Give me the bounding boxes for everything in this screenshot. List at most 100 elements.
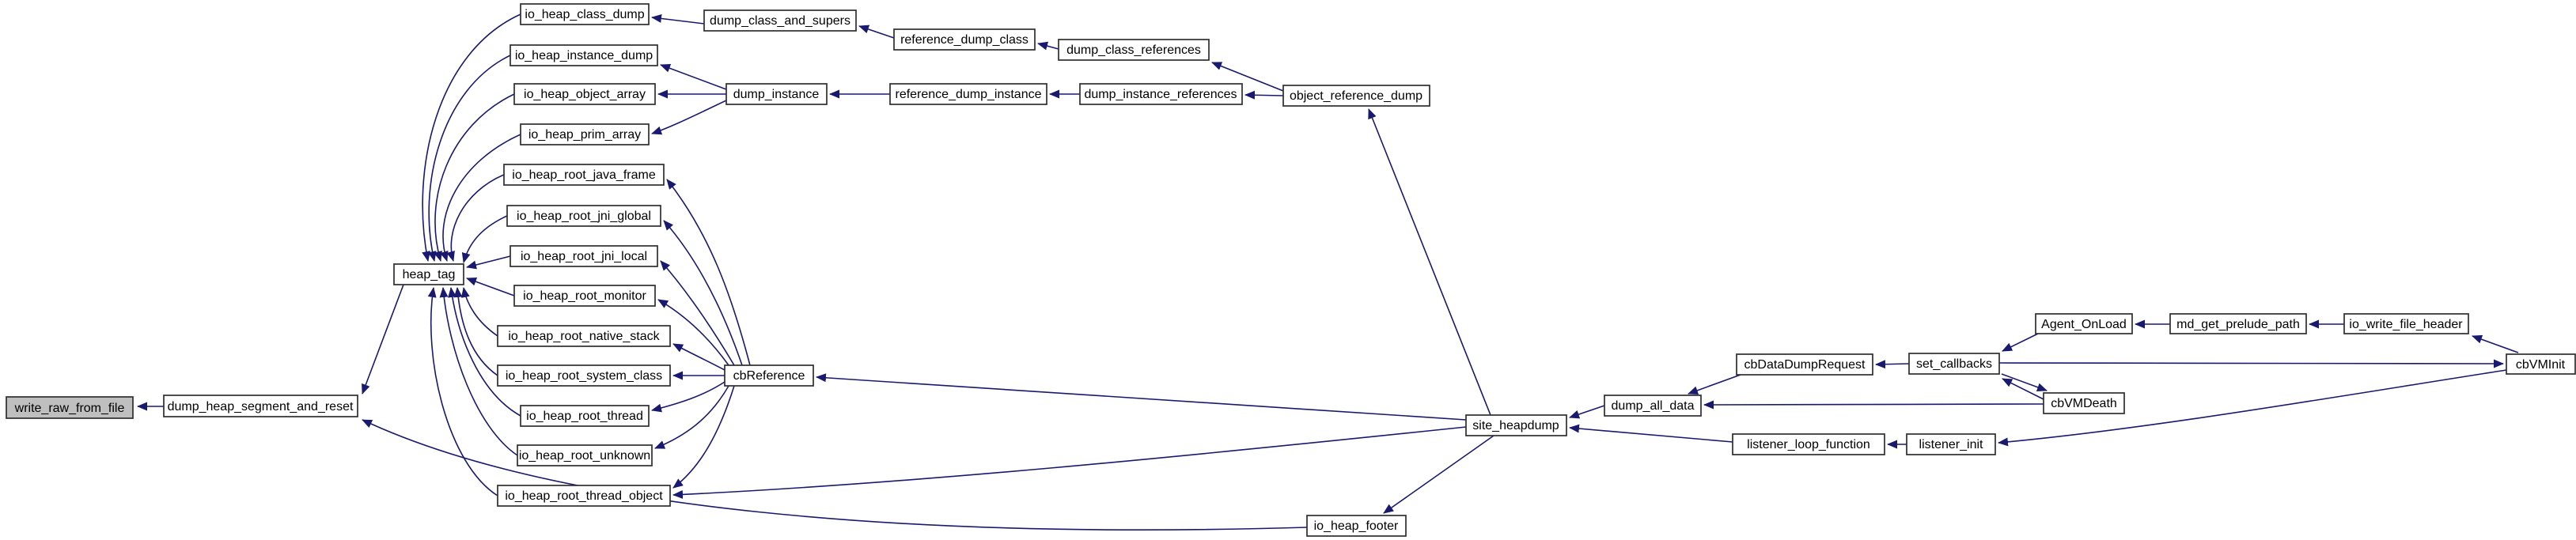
svg-text:listener_loop_function: listener_loop_function — [1747, 438, 1870, 451]
svg-text:write_raw_from_file: write_raw_from_file — [14, 402, 125, 415]
node-listener_init[interactable]: listener_init — [1906, 433, 1996, 455]
node-io_heap_root_native_stack[interactable]: io_heap_root_native_stack — [497, 325, 671, 347]
node-io_write_file_header[interactable]: io_write_file_header — [2343, 313, 2469, 334]
node-io_heap_prim_array[interactable]: io_heap_prim_array — [520, 123, 650, 145]
node-Agent_OnLoad[interactable]: Agent_OnLoad — [2035, 313, 2133, 334]
node-io_heap_object_array[interactable]: io_heap_object_array — [513, 83, 656, 105]
edge-cbVMInit-to-io_write_file_header — [2472, 334, 2519, 353]
node-site_heapdump[interactable]: site_heapdump — [1465, 414, 1567, 436]
edge-site_heapdump-to-cbReference — [816, 373, 1467, 421]
edge-set_callbacks-to-cbVMInit — [1998, 359, 2504, 368]
edge-io_heap_root_thread-to-heap_tag — [448, 287, 521, 417]
svg-text:listener_init: listener_init — [1919, 438, 1983, 451]
edge-heap_tag-to-dump_heap_segment_and_reset — [362, 284, 404, 395]
edge-cbVMDeath-to-dump_all_data — [1703, 400, 2044, 410]
node-dump_class_and_supers[interactable]: dump_class_and_supers — [703, 9, 857, 32]
svg-text:io_heap_object_array: io_heap_object_array — [524, 88, 646, 101]
node-io_heap_instance_dump[interactable]: io_heap_instance_dump — [510, 44, 658, 66]
node-io_heap_root_thread[interactable]: io_heap_root_thread — [520, 405, 650, 427]
node-io_heap_root_unknown[interactable]: io_heap_root_unknown — [517, 444, 653, 466]
node-io_heap_root_monitor[interactable]: io_heap_root_monitor — [513, 285, 656, 307]
edge-Agent_OnLoad-to-set_callbacks — [2002, 333, 2039, 352]
edge-cbDataDumpRequest-to-dump_all_data — [1688, 374, 1741, 395]
svg-text:dump_all_data: dump_all_data — [1612, 399, 1695, 413]
node-object_reference_dump[interactable]: object_reference_dump — [1282, 85, 1430, 107]
edge-io_heap_root_jni_global-to-heap_tag — [461, 215, 508, 263]
edge-io_heap_footer-to-dump_heap_segment_and_reset — [362, 419, 1308, 531]
edge-io_heap_instance_dump-to-heap_tag — [427, 55, 511, 262]
svg-text:io_heap_root_native_stack: io_heap_root_native_stack — [508, 330, 660, 343]
edge-object_reference_dump-to-dump_instance_references — [1244, 90, 1284, 100]
svg-text:dump_instance_references: dump_instance_references — [1084, 88, 1237, 101]
node-reference_dump_instance[interactable]: reference_dump_instance — [889, 83, 1047, 105]
svg-text:cbVMInit: cbVMInit — [2516, 358, 2566, 372]
edge-cbReference-to-io_heap_root_monitor — [657, 299, 729, 366]
node-write_raw_from_file: write_raw_from_file — [6, 396, 134, 419]
node-io_heap_root_java_frame[interactable]: io_heap_root_java_frame — [503, 164, 665, 186]
edge-dump_instance-to-io_heap_instance_dump — [660, 64, 727, 90]
svg-text:io_heap_footer: io_heap_footer — [1314, 519, 1399, 533]
svg-text:io_heap_root_system_class: io_heap_root_system_class — [506, 369, 662, 383]
edge-cbReference-to-io_heap_root_thread — [651, 381, 725, 413]
svg-text:io_heap_root_java_frame: io_heap_root_java_frame — [512, 168, 656, 182]
edge-io_heap_root_monitor-to-heap_tag — [466, 277, 515, 296]
edge-io_heap_root_jni_local-to-heap_tag — [466, 255, 511, 270]
node-io_heap_root_thread_object[interactable]: io_heap_root_thread_object — [497, 485, 671, 507]
node-io_heap_footer[interactable]: io_heap_footer — [1306, 515, 1407, 537]
edge-listener_loop_function-to-site_heapdump — [1569, 424, 1733, 443]
svg-text:io_heap_root_jni_global: io_heap_root_jni_global — [517, 210, 651, 223]
edge-cbReference-to-io_heap_root_jni_global — [663, 220, 743, 366]
node-cbVMInit[interactable]: cbVMInit — [2506, 353, 2576, 375]
node-cbVMDeath[interactable]: cbVMDeath — [2043, 392, 2125, 414]
node-io_heap_root_jni_global[interactable]: io_heap_root_jni_global — [506, 205, 661, 227]
edge-object_reference_dump-to-dump_class_references — [1211, 62, 1284, 92]
node-io_heap_root_jni_local[interactable]: io_heap_root_jni_local — [510, 245, 658, 267]
svg-text:dump_class_references: dump_class_references — [1066, 43, 1201, 57]
svg-text:dump_heap_segment_and_reset: dump_heap_segment_and_reset — [168, 400, 354, 413]
svg-text:object_reference_dump: object_reference_dump — [1290, 89, 1422, 103]
edge-io_heap_root_native_stack-to-heap_tag — [460, 287, 498, 337]
edge-io_heap_object_array-to-heap_tag — [434, 93, 515, 262]
svg-text:reference_dump_instance: reference_dump_instance — [895, 88, 1041, 101]
edge-cbVMInit-to-listener_init — [1998, 369, 2507, 447]
node-md_get_prelude_path[interactable]: md_get_prelude_path — [2169, 313, 2307, 334]
svg-text:io_heap_root_unknown: io_heap_root_unknown — [519, 449, 650, 463]
node-dump_all_data[interactable]: dump_all_data — [1604, 395, 1702, 417]
node-reference_dump_class[interactable]: reference_dump_class — [893, 28, 1036, 51]
node-cbDataDumpRequest[interactable]: cbDataDumpRequest — [1736, 353, 1873, 376]
edge-site_heapdump-to-object_reference_dump — [1368, 108, 1491, 416]
svg-text:dump_instance: dump_instance — [733, 88, 820, 101]
node-dump_class_references[interactable]: dump_class_references — [1058, 39, 1210, 61]
node-listener_loop_function[interactable]: listener_loop_function — [1732, 433, 1885, 455]
svg-text:io_write_file_header: io_write_file_header — [2349, 318, 2463, 331]
node-io_heap_root_system_class[interactable]: io_heap_root_system_class — [497, 364, 671, 387]
edge-io_heap_root_unknown-to-heap_tag — [439, 287, 518, 456]
node-dump_instance[interactable]: dump_instance — [725, 83, 828, 105]
node-cbReference[interactable]: cbReference — [724, 364, 814, 387]
svg-text:io_heap_root_thread: io_heap_root_thread — [526, 410, 643, 423]
node-dump_heap_segment_and_reset[interactable]: dump_heap_segment_and_reset — [163, 395, 358, 417]
edge-dump_class_references-to-reference_dump_class — [1037, 41, 1059, 51]
edge-io_heap_prim_array-to-heap_tag — [440, 134, 521, 262]
node-dump_instance_references[interactable]: dump_instance_references — [1079, 83, 1243, 105]
svg-text:cbVMDeath: cbVMDeath — [2051, 397, 2117, 410]
svg-text:cbReference: cbReference — [733, 369, 805, 383]
edge-cbReference-to-io_heap_root_unknown — [654, 385, 729, 449]
edge-cbReference-to-io_heap_root_java_frame — [666, 179, 751, 366]
svg-text:Agent_OnLoad: Agent_OnLoad — [2041, 318, 2127, 331]
edge-dump_instance-to-io_heap_prim_array — [651, 100, 727, 135]
svg-text:io_heap_root_monitor: io_heap_root_monitor — [523, 289, 646, 303]
edge-cbReference-to-io_heap_root_native_stack — [672, 343, 725, 371]
svg-text:heap_tag: heap_tag — [403, 268, 456, 281]
node-io_heap_class_dump[interactable]: io_heap_class_dump — [520, 3, 650, 25]
edge-site_heapdump-to-io_heap_root_thread_object — [672, 426, 1467, 499]
node-heap_tag[interactable]: heap_tag — [393, 263, 464, 285]
edge-dump_class_and_supers-to-io_heap_class_dump — [651, 13, 705, 25]
svg-text:dump_class_and_supers: dump_class_and_supers — [710, 14, 850, 28]
edge-dump_all_data-to-site_heapdump — [1569, 405, 1605, 419]
svg-text:io_heap_root_jni_local: io_heap_root_jni_local — [521, 250, 647, 263]
node-set_callbacks[interactable]: set_callbacks — [1908, 353, 2000, 375]
edge-io_heap_root_system_class-to-heap_tag — [453, 287, 498, 376]
